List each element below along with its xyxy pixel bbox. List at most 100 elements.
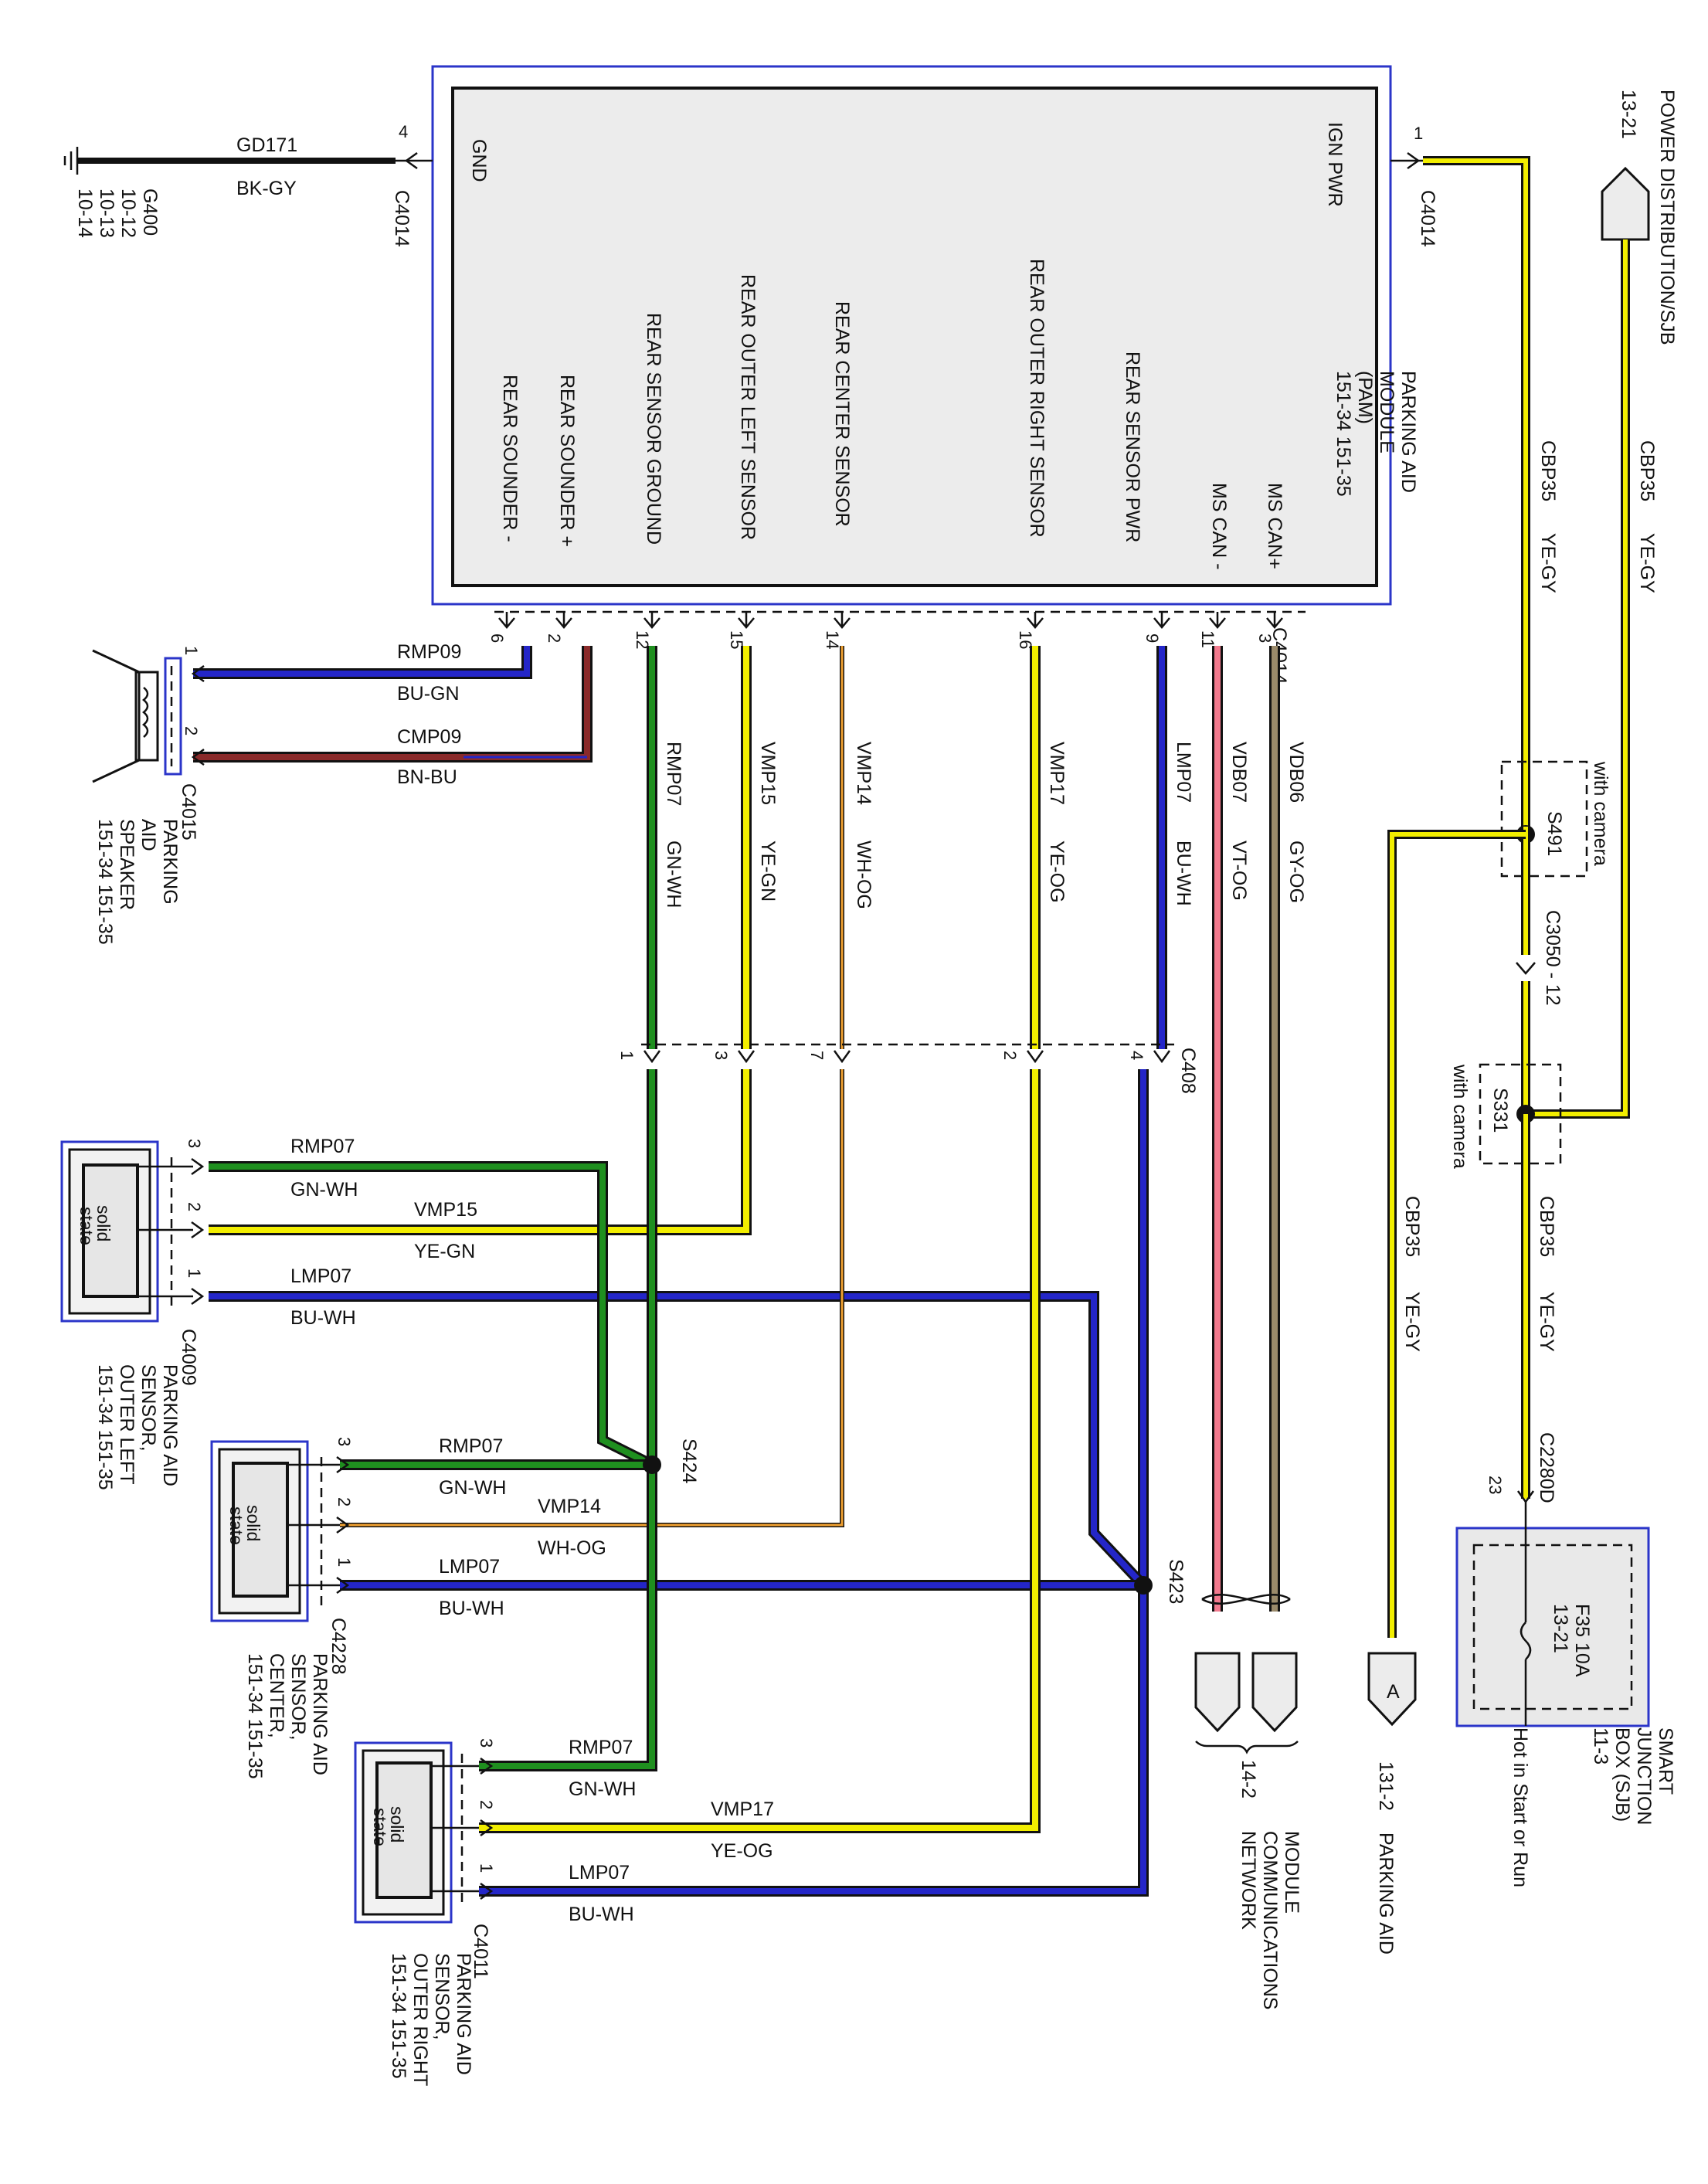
outer-left-lmp07: LMP07: [290, 1265, 351, 1287]
pin-label-ms-can-minus: MS CAN -: [1208, 483, 1230, 570]
pin-num-11: 11: [1198, 630, 1217, 648]
pam-title-line-2: MODULE: [1376, 371, 1397, 453]
outer-right-body: [375, 1761, 433, 1899]
power-dist-circuit: CBP35: [1636, 440, 1658, 501]
pam-title-line-1: PARKING AID: [1397, 371, 1419, 493]
s491-label: S491: [1543, 811, 1565, 856]
speaker-pin-1: 1: [182, 646, 201, 655]
gnd-label: GND: [468, 139, 490, 182]
speaker-line-2: AID: [138, 819, 159, 851]
vmp14-pam-circuit: VMP14: [853, 742, 874, 805]
can-minus-connector-icon: [1194, 1652, 1241, 1733]
speaker-pin-2: 2: [182, 726, 201, 735]
splice-s491: S491 with camera: [1500, 760, 1611, 878]
s331-dashed-box: [1479, 1063, 1562, 1165]
power-dist-wire: [1526, 239, 1628, 1116]
center-line-1: PARKING AID: [309, 1653, 331, 1775]
center-inner-1: solid: [243, 1505, 263, 1541]
power-dist-ref: 13-21: [1618, 90, 1639, 139]
outer-right-ye-og: YE-OG: [711, 1840, 773, 1862]
harness-wires: S424 S423: [209, 1069, 1187, 1897]
vdb06-color: GY-OG: [1285, 841, 1307, 903]
sjb-feed: CBP35 YE-GY C2280D 23: [1486, 1114, 1557, 1504]
pin-num-3: 3: [1255, 633, 1275, 643]
outer-left-outline: [60, 1140, 159, 1323]
pin-num-2: 2: [545, 633, 564, 643]
lmp07-trunk-wire: [479, 1069, 1146, 1894]
network-ref: 14-2: [1238, 1760, 1259, 1798]
vmp17-pam-circuit: VMP17: [1046, 742, 1068, 805]
c3050-label: C3050 - 12: [1542, 910, 1564, 1006]
parking-aid-letter: A: [1387, 1681, 1400, 1703]
center-vmp14: VMP14: [538, 1496, 601, 1517]
outer-left-rmp07: RMP07: [290, 1136, 355, 1157]
vdb07-circuit: VDB07: [1228, 742, 1250, 803]
power-dist-color: YE-GY: [1636, 533, 1658, 593]
pin-label-rear-sounder-plus: REAR SOUNDER +: [556, 375, 578, 547]
ground-circuit: GD171 BK-GY 4 C4014 G400 10-12 10-13 10-…: [63, 122, 433, 247]
pin-label-rear-sensor-ground: REAR SENSOR GROUND: [643, 313, 664, 545]
outer-left-pin-arrows: [191, 1157, 205, 1306]
network-line-2: COMMUNICATIONS: [1259, 1831, 1281, 2009]
sjb-line-3: BOX (SJB): [1611, 1727, 1633, 1822]
sjb-inner-dashed: [1472, 1544, 1633, 1710]
pin-num-9: 9: [1143, 633, 1162, 643]
parking-aid-connector-icon: [1367, 1652, 1417, 1727]
ground-ref-3: 10-13: [96, 189, 117, 238]
pin-label-ms-can-plus: MS CAN+: [1264, 483, 1285, 569]
center-bu-wh: BU-WH: [439, 1598, 504, 1619]
outer-left-pin-3: 3: [185, 1139, 204, 1148]
speaker-pin1-arrow: [191, 664, 205, 683]
rmp09-color: BU-GN: [397, 683, 460, 705]
c408-pin-7: 7: [807, 1051, 827, 1060]
rmp07-pam-circuit: RMP07: [663, 742, 684, 806]
speaker-label: PARKING AID SPEAKER 151-34 151-35: [94, 819, 181, 945]
sjb-feed-circuit: CBP35: [1536, 1196, 1557, 1257]
parking-aid-module: [431, 65, 1392, 613]
power-dist-label: POWER DISTRIBUTION/SJB: [1656, 90, 1678, 345]
center-line-3: CENTER,: [266, 1653, 287, 1738]
sjb-outline: [1455, 1527, 1650, 1727]
outer-right-pin-arrows: [480, 1757, 494, 1900]
parking-aid-label: PARKING AID: [1375, 1832, 1397, 1955]
vdb07-color: VT-OG: [1228, 841, 1250, 901]
c408-pin-3: 3: [711, 1051, 731, 1060]
outer-left-line-3: OUTER LEFT: [116, 1364, 138, 1485]
pam-sensor-wires: LMP07 BU-WH VMP17 YE-OG VMP14 WH-OG VMP1…: [647, 646, 1194, 1054]
network-line-3: NETWORK: [1238, 1831, 1259, 1930]
rmp07-outer-left-wire: [209, 1163, 654, 1468]
power-dist-connector-icon: [1601, 166, 1650, 241]
outer-right-line-3: OUTER RIGHT: [409, 1953, 431, 2086]
outer-right-pin-2: 2: [477, 1800, 496, 1809]
outer-left-pin-2: 2: [185, 1202, 204, 1211]
rmp09-circuit: RMP09: [397, 641, 461, 663]
smart-junction-box: F35 10A 13-21 SMART JUNCTION BOX (SJB) 1…: [1455, 1502, 1676, 1887]
ground-circuit-label: GD171: [236, 134, 297, 156]
speaker-line-1: PARKING: [159, 819, 181, 905]
rmp09-wire: [193, 646, 530, 677]
center-inner-2: state: [226, 1506, 246, 1545]
center-label: PARKING AID SENSOR, CENTER, 151-34 151-3…: [244, 1653, 331, 1779]
center-body: [232, 1462, 289, 1598]
twisted-pair-icon: [1201, 1594, 1291, 1605]
c3050-arrow: [1516, 962, 1536, 975]
vmp14-center-wire: [340, 1069, 844, 1527]
s491-note: with camera: [1590, 761, 1611, 866]
s331-label: S331: [1489, 1088, 1511, 1133]
center-connector: C4228: [328, 1618, 349, 1675]
network-brace: [1195, 1741, 1299, 1754]
pam-outline: [431, 65, 1392, 606]
network-line-1: MODULE: [1281, 1831, 1302, 1914]
pin-num-14: 14: [823, 630, 842, 649]
outer-right-connector: C4011: [470, 1924, 491, 1979]
rmp07-trunk-wire: [479, 1069, 655, 1769]
outer-right-bu-wh: BU-WH: [569, 1904, 634, 1925]
pam-title: PARKING AID MODULE (PAM) 151-34 151-35: [1333, 371, 1419, 497]
lmp07-pam-color: BU-WH: [1173, 841, 1194, 906]
outer-left-pin-1: 1: [185, 1269, 204, 1278]
s424-label: S424: [678, 1438, 700, 1483]
can-plus-connector-icon: [1251, 1652, 1298, 1733]
branch-to-parking-aid: CBP35 YE-GY A 131-2 PARKING AID: [1367, 830, 1526, 1955]
outer-left-gn-wh: GN-WH: [290, 1179, 358, 1201]
